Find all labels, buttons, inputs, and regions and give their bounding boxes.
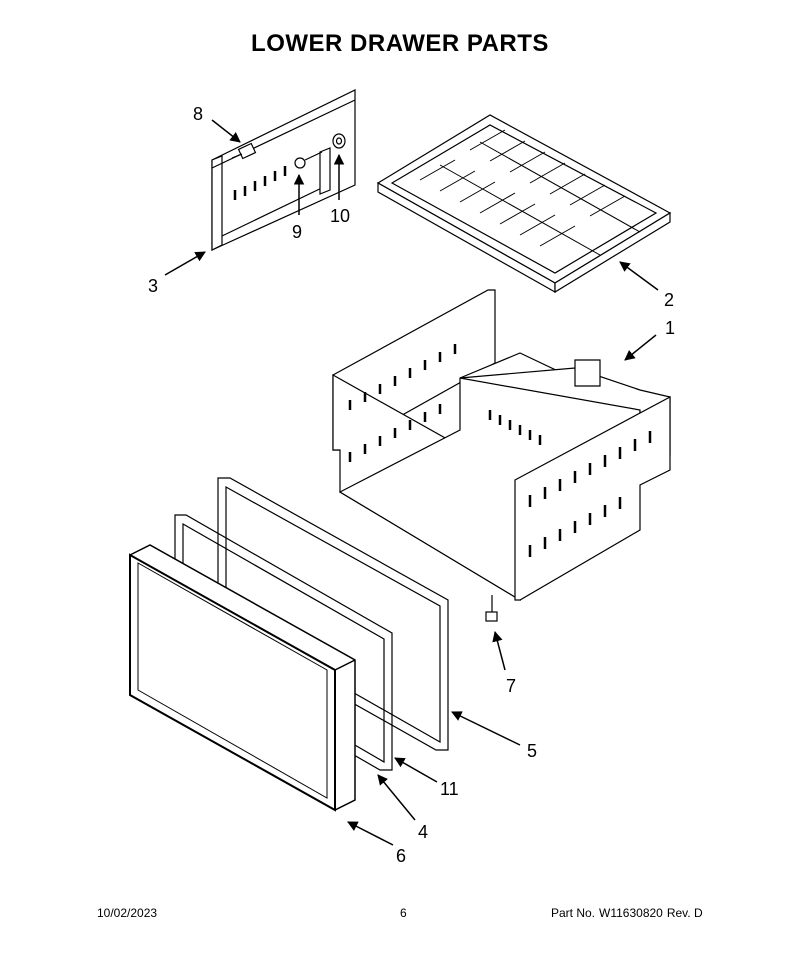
footer-page-number: 6 xyxy=(400,906,407,920)
drawer-front xyxy=(129,544,356,812)
callout-7: 7 xyxy=(506,676,516,696)
leader-arrows xyxy=(164,119,659,846)
callout-9: 9 xyxy=(292,222,302,242)
callout-11: 11 xyxy=(440,779,459,799)
rear-bracket xyxy=(211,89,356,251)
drawer-body xyxy=(332,289,671,602)
drawer-screw xyxy=(485,595,498,622)
part-number: W11630820 xyxy=(599,906,663,920)
page-title: LOWER DRAWER PARTS xyxy=(251,30,549,57)
callout-4: 4 xyxy=(418,822,428,842)
callout-1: 1 xyxy=(665,318,675,338)
callout-3: 3 xyxy=(148,276,158,296)
callout-labels: 8 9 10 3 2 1 7 5 11 4 6 xyxy=(148,104,675,866)
callout-5: 5 xyxy=(527,741,537,761)
drawer-shelf xyxy=(376,114,672,294)
footer-date: 10/02/2023 xyxy=(97,906,158,920)
callout-8: 8 xyxy=(193,104,203,124)
revision: Rev. D xyxy=(666,906,703,920)
screw xyxy=(294,151,323,169)
part-label: Part No. xyxy=(551,906,596,920)
callout-10: 10 xyxy=(330,206,350,226)
callout-2: 2 xyxy=(664,290,674,310)
callout-6: 6 xyxy=(396,846,406,866)
bolt xyxy=(231,142,257,160)
nut xyxy=(332,133,346,149)
